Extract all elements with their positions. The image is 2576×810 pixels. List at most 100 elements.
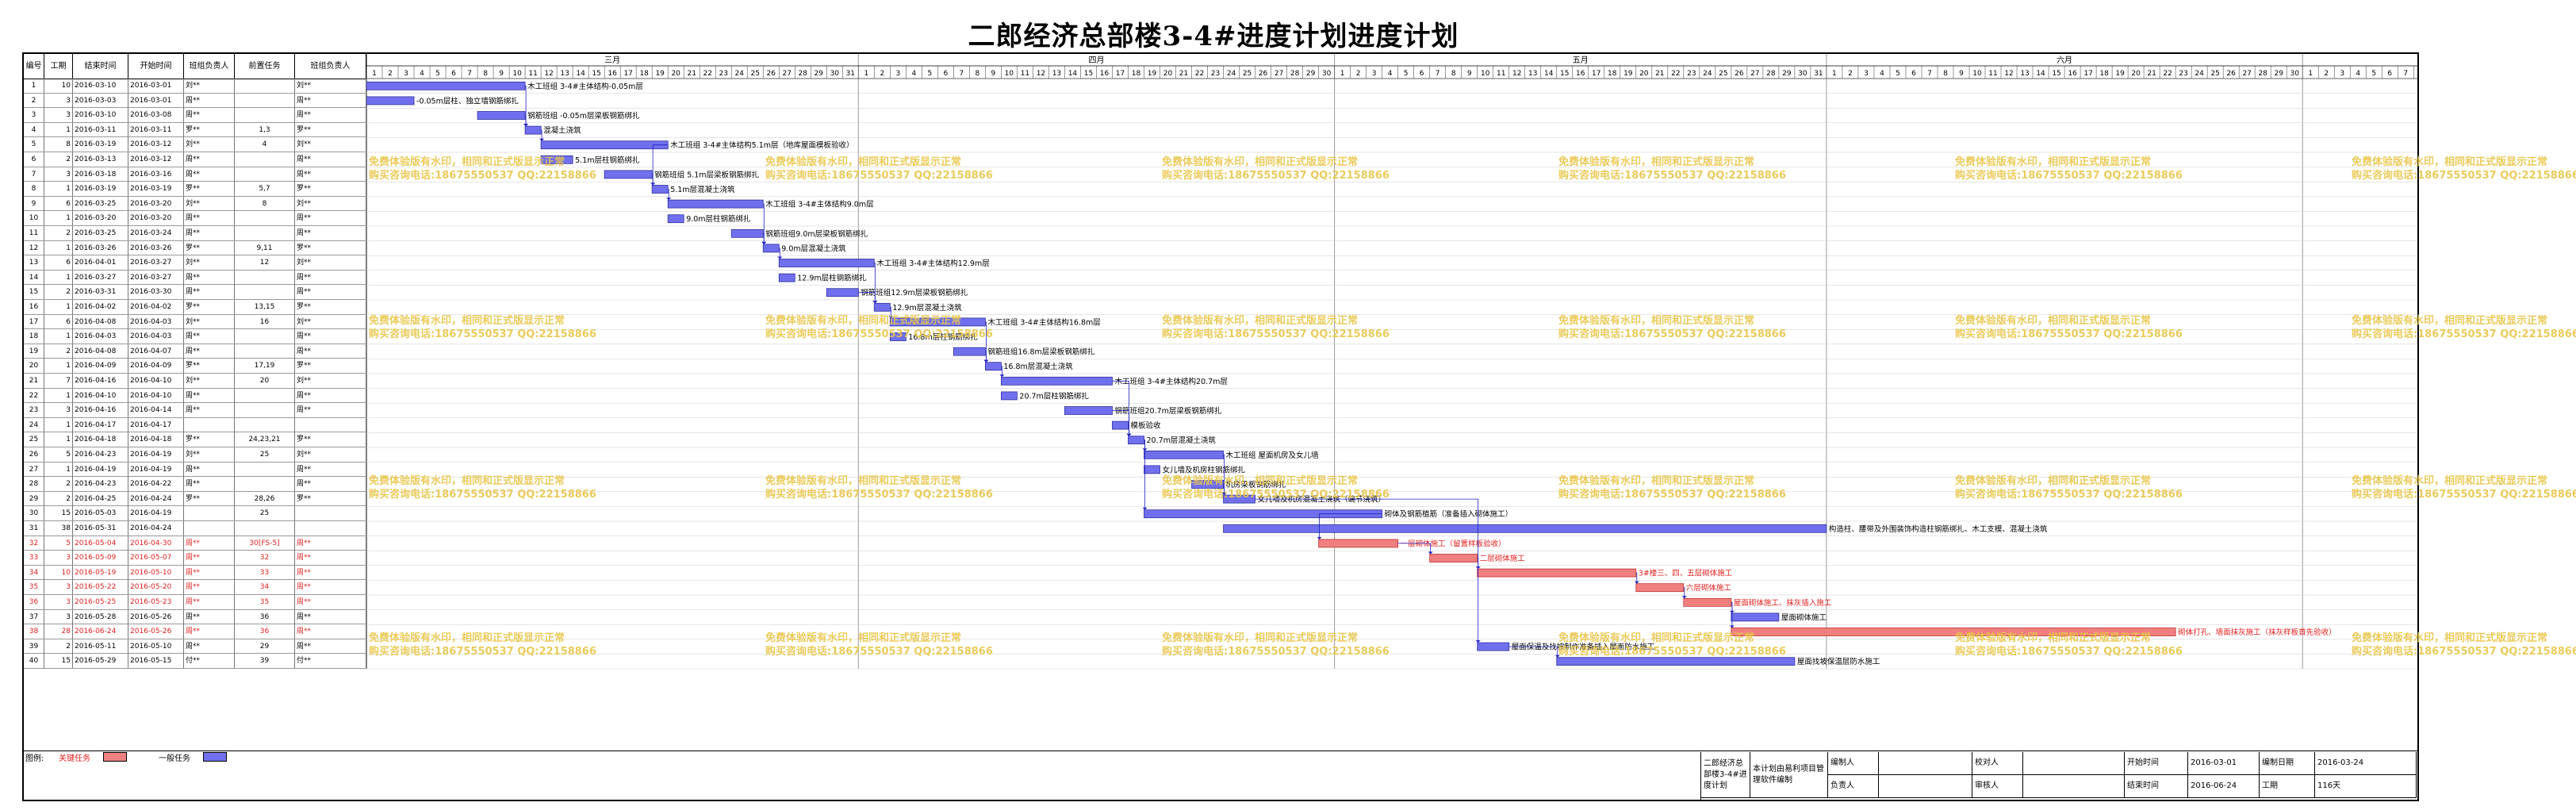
cell-end: 2016-05-29 [73,654,128,669]
watermark-line2: 购买咨询电话:18675550537 QQ:22158866 [1162,328,1390,340]
cell-lead: 周** [184,344,235,359]
cell-start: 2016-05-15 [128,654,184,669]
col-header-predecessor[interactable]: 前置任务 [235,54,295,79]
cell-end: 2016-03-03 [73,93,128,108]
cell-start: 2016-03-12 [128,152,184,167]
col-header-start[interactable]: 开始时间 [128,54,184,79]
col-header-id[interactable]: 编号 [24,54,44,79]
cell-id: 6 [24,152,44,167]
cell-owner: 周** [295,624,366,639]
dependency-arrow [650,182,656,186]
day-label: 4 [911,70,916,78]
day-label: 27 [1275,70,1283,78]
cell-start: 2016-03-01 [128,79,184,93]
cell-end: 2016-03-11 [73,122,128,137]
cell-id: 24 [24,417,44,432]
watermark-line1: 免费体验版有水印，相同和正式版显示正常 [765,632,962,644]
col-header-end[interactable]: 结束时间 [73,54,128,79]
footer-owner-value [1879,775,1972,798]
watermark-line2: 购买咨询电话:18675550537 QQ:22158866 [765,646,993,658]
footer-reviewer-value [2023,775,2125,798]
day-label: 6 [2387,70,2392,78]
day-label: 13 [1528,70,1537,78]
watermark-line1: 免费体验版有水印，相同和正式版显示正常 [369,315,565,327]
gantt-bar [366,96,415,106]
day-label: 10 [1972,70,1982,78]
cell-pre: 35 [235,595,295,609]
cell-owner: 周** [295,551,366,566]
day-label: 19 [2115,70,2125,78]
gantt-bar [604,170,653,179]
gantt-bar-label: 3#楼三、四、五层砌体施工 [1639,569,1733,578]
cell-lead: 周** [184,639,235,654]
col-header-owner[interactable]: 班组负责人 [295,54,366,79]
day-label: 5 [927,70,932,78]
gantt-bar-label: 钢筋班组 5.1m层梁板钢筋绑扎 [654,170,759,179]
gantt-bar-label: 钢筋班组12.9m层梁板钢筋绑扎 [861,288,968,298]
cell-end: 2016-04-03 [73,329,128,344]
watermark-line2: 购买咨询电话:18675550537 QQ:22158866 [2352,489,2576,501]
cell-dur: 1 [44,329,73,344]
day-label: 24 [1703,70,1712,78]
watermark-text: 免费体验版有水印，相同和正式版显示正常购买咨询电话:18675550537 QQ… [369,631,596,658]
day-label: 5 [2371,70,2376,78]
cell-id: 16 [24,300,44,314]
col-header-lead[interactable]: 班组负责人 [184,54,235,79]
day-label: 16 [2068,70,2077,78]
col-header-duration[interactable]: 工期 [44,54,73,79]
day-label: 30 [1322,70,1332,78]
day-label: 10 [1481,70,1490,78]
dependency-arrow [777,256,783,259]
day-label: 23 [1687,70,1696,78]
cell-lead: 周** [184,108,235,123]
cell-pre: 39 [235,654,295,669]
day-label: 17 [1592,70,1600,78]
cell-id: 3 [24,108,44,123]
cell-end: 2016-03-25 [73,196,128,211]
page-title: 二郎经济总部楼3-4#进度计划进度计划 [968,21,1459,52]
day-label: 14 [576,70,585,78]
cell-lead: 周** [184,609,235,624]
cell-id: 20 [24,359,44,374]
